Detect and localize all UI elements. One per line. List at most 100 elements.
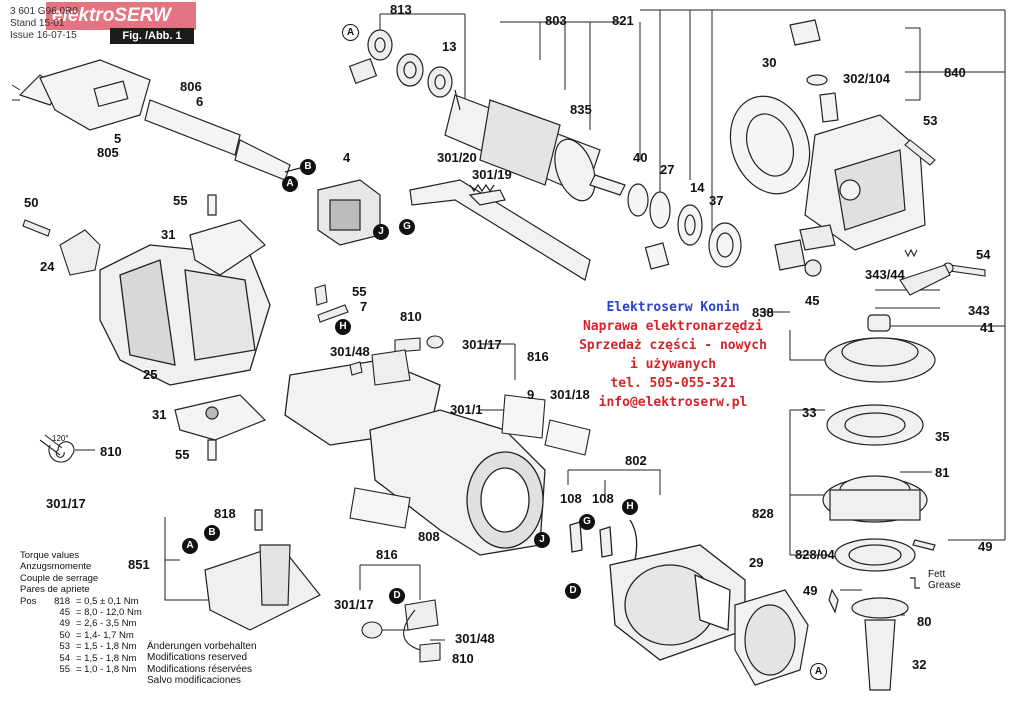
part-label-14: 14 — [690, 180, 705, 195]
connector-a-cover: A — [182, 538, 198, 554]
part-label-108-a: 108 — [560, 491, 582, 506]
connector-a-cord: A — [282, 176, 298, 192]
part-label-835: 835 — [570, 102, 592, 117]
part-label-301-18: 301/18 — [550, 387, 590, 402]
part-label-13: 13 — [442, 39, 457, 54]
part-label-301-17-mid: 301/17 — [462, 337, 502, 352]
torque-heading-fr: Couple de serrage — [20, 572, 99, 584]
part-label-810-left: 810 — [100, 444, 122, 459]
part-label-4: 4 — [343, 150, 351, 165]
part-label-55-bottom: 55 — [175, 447, 190, 462]
part-label-27: 27 — [660, 162, 675, 177]
issue-value: 16-07-15 — [36, 30, 77, 41]
part-label-30: 30 — [762, 55, 777, 70]
part-label-301-48-mid: 301/48 — [330, 344, 370, 359]
issue-label: Issue — [10, 30, 34, 41]
part-label-301-20: 301/20 — [437, 150, 477, 165]
part-label-840: 840 — [944, 65, 966, 80]
part-label-851: 851 — [128, 557, 150, 572]
part-label-55-top: 55 — [173, 193, 188, 208]
torque-row: 55= 1,0 - 1,8 Nm — [59, 664, 137, 676]
modifications-de: Änderungen vorbehalten — [147, 641, 257, 652]
part-label-302-104: 302/104 — [843, 71, 890, 86]
part-label-816-mid: 816 — [527, 349, 549, 364]
part-label-802: 802 — [625, 453, 647, 468]
connector-d-field: D — [565, 583, 581, 599]
part-label-50: 50 — [24, 195, 39, 210]
part-label-9: 9 — [527, 387, 535, 402]
torque-row: 49= 2,6 - 3,5 Nm — [59, 618, 137, 630]
part-label-803: 803 — [545, 13, 567, 28]
torque-row: 50= 1,4- 1,7 Nm — [59, 629, 134, 641]
part-label-828: 828 — [752, 506, 774, 521]
torque-row: 54= 1,5 - 1,8 Nm — [59, 652, 137, 664]
stand-row: Stand 15-01 — [10, 18, 78, 30]
part-label-80: 80 — [917, 614, 932, 629]
promo-block: Elektroserw Konin Naprawa elektronarzędz… — [560, 298, 786, 412]
grease-label-de: Fett — [928, 569, 946, 580]
part-label-301-48-lower: 301/48 — [455, 631, 495, 646]
part-label-301-17-left: 301/17 — [46, 496, 86, 511]
part-label-301-17-lower: 301/17 — [334, 597, 374, 612]
grease-note: Fett Grease — [928, 569, 961, 591]
connector-a-top: A — [342, 24, 359, 41]
part-label-828-04: 828/04 — [795, 547, 835, 562]
part-label-49-lower: 49 — [803, 583, 818, 598]
part-label-6: 6 — [196, 94, 204, 109]
connector-b-cord: B — [300, 159, 316, 175]
connector-d-brush: D — [389, 588, 405, 604]
part-label-818: 818 — [214, 506, 236, 521]
part-label-40: 40 — [633, 150, 648, 165]
part-label-29: 29 — [749, 555, 764, 570]
figure-label: Fig. /Abb. 1 — [110, 28, 194, 44]
connector-b-cover: B — [204, 525, 220, 541]
part-label-806: 806 — [180, 79, 202, 94]
part-label-810-mid: 810 — [400, 309, 422, 324]
connector-h-field: H — [622, 499, 638, 515]
angle-label: 120° — [52, 434, 69, 443]
part-label-7: 7 — [360, 299, 368, 314]
modifications-en: Modifications reserved — [147, 652, 248, 664]
part-label-25: 25 — [143, 367, 158, 382]
part-label-81: 81 — [935, 465, 950, 480]
watermark-brand: elektroSERW — [52, 5, 171, 26]
promo-line1: Naprawa elektronarzędzi — [582, 319, 763, 334]
modifications-fr: Modifications réservées — [147, 663, 253, 675]
part-label-821: 821 — [612, 13, 634, 28]
part-label-343-44: 343/44 — [865, 267, 905, 282]
part-label-838: 838 — [752, 305, 774, 320]
torque-table: Torque values Anzugsmomente Couple de se… — [20, 550, 142, 675]
part-label-108-b: 108 — [592, 491, 614, 506]
stand-label: Stand — [10, 18, 37, 29]
watermark-band — [46, 2, 196, 30]
part-label-32: 32 — [912, 657, 927, 672]
part-label-49-right: 49 — [978, 539, 993, 554]
connector-a-bottom: A — [810, 663, 827, 680]
issue-row: Issue 16-07-15 — [10, 30, 78, 42]
part-label-31-top: 31 — [161, 227, 176, 242]
part-label-805: 805 — [97, 145, 119, 160]
part-label-301-19: 301/19 — [472, 167, 512, 182]
modifications-es: Salvo modificaciones — [147, 675, 241, 687]
stand-value: 15-01 — [38, 18, 65, 29]
part-label-54: 54 — [976, 247, 991, 262]
connector-g-switch: G — [399, 219, 415, 235]
part-label-55-mid: 55 — [352, 284, 367, 299]
part-label-37: 37 — [709, 193, 724, 208]
part-label-41: 41 — [980, 320, 995, 335]
part-label-813: 813 — [390, 2, 412, 17]
part-number: 3 601 G96 0R0 — [10, 6, 78, 17]
promo-email[interactable]: info@elektroserw.pl — [598, 395, 748, 410]
torque-row: 45= 8,0 - 12,0 Nm — [59, 607, 142, 619]
connector-j-switch: J — [373, 224, 389, 240]
part-label-53: 53 — [923, 113, 938, 128]
promo-title: Elektroserw Konin — [606, 300, 740, 315]
torque-heading-de: Anzugsmomente — [20, 561, 92, 573]
modifications-note: Änderungen vorbehalten Modifications res… — [147, 641, 257, 687]
part-label-5: 5 — [114, 131, 122, 146]
connector-g-field: G — [579, 514, 595, 530]
torque-heading-en: Torque values — [20, 550, 80, 561]
promo-line2: Sprzedaż części - nowych — [579, 338, 767, 353]
